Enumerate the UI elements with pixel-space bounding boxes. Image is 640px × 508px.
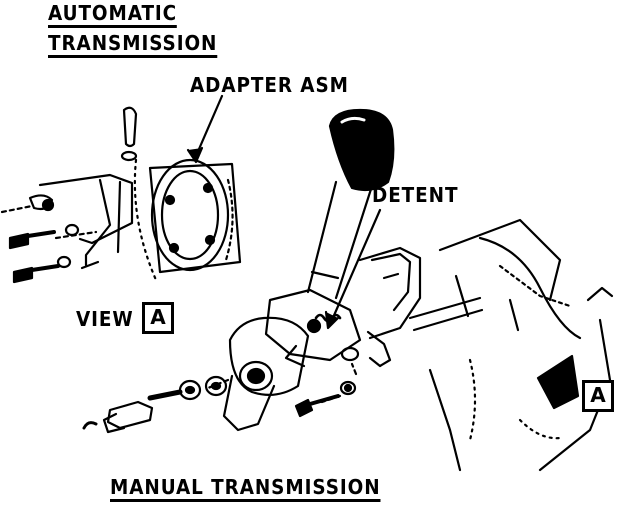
manual-assembly bbox=[82, 108, 614, 472]
automatic-label-line1: AUTOMATIC bbox=[48, 2, 178, 28]
detent-label: DETENT bbox=[372, 183, 459, 207]
adapter-asm-label: ADAPTER ASM bbox=[190, 73, 349, 97]
automatic-label-line2: TRANSMISSION bbox=[48, 32, 218, 58]
automatic-assembly bbox=[0, 94, 242, 284]
arrow-a-box: A bbox=[582, 380, 614, 412]
manual-transmission-label: MANUAL TRANSMISSION bbox=[110, 476, 381, 502]
view-a-box: A bbox=[142, 302, 174, 334]
view-label: VIEW bbox=[76, 307, 134, 331]
